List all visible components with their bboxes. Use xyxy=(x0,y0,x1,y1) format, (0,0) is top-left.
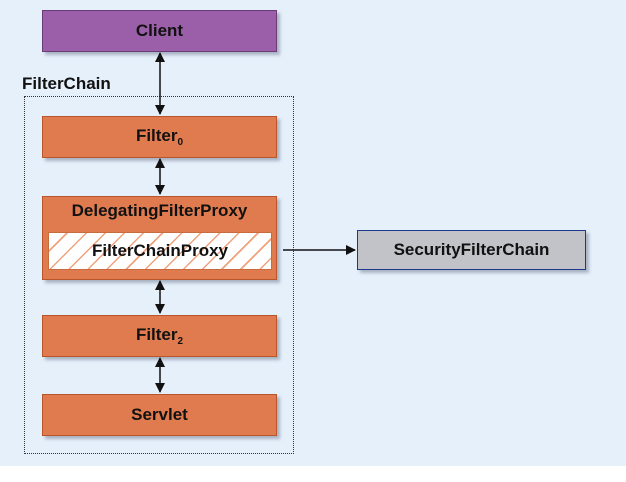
filter-0-label: Filter0 xyxy=(135,126,184,148)
filter-0-box: Filter0 xyxy=(42,116,277,158)
servlet-box: Servlet xyxy=(42,394,277,436)
security-filter-chain-label: SecurityFilterChain xyxy=(393,240,550,259)
connector-arrows xyxy=(155,52,356,393)
diagram-canvas: FilterChain Client Filter0 DelegatingFil… xyxy=(0,0,626,466)
client-label: Client xyxy=(135,21,184,40)
filter-2-label: Filter2 xyxy=(135,325,184,347)
client-box: Client xyxy=(42,10,277,52)
security-filter-chain-box: SecurityFilterChain xyxy=(357,230,586,270)
filter-chain-proxy-label: FilterChainProxy xyxy=(91,241,229,260)
filter-chain-proxy-box: FilterChainProxy xyxy=(48,232,272,270)
delegating-filter-proxy-label: DelegatingFilterProxy xyxy=(71,201,248,220)
filter-2-box: Filter2 xyxy=(42,315,277,357)
servlet-label: Servlet xyxy=(131,405,188,424)
delegating-filter-proxy-box: DelegatingFilterProxy FilterChainProxy xyxy=(42,196,277,280)
filter-chain-label: FilterChain xyxy=(22,74,111,93)
